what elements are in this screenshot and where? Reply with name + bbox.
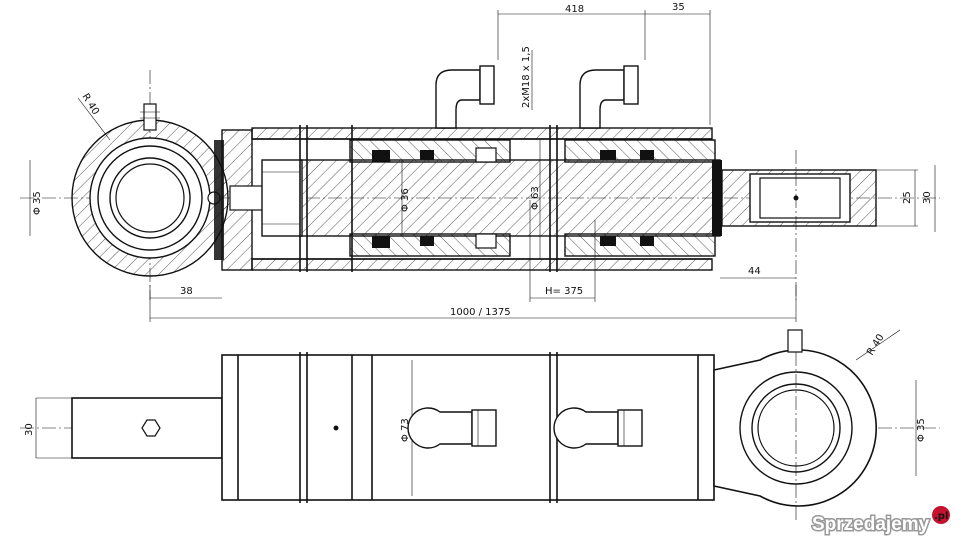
dim-radius-bottom: R 40 [865,332,886,357]
port-boss-1 [407,407,497,449]
dim-port-thread: 2xM18 x 1,5 [521,46,532,108]
watermark-badge [932,506,950,524]
rear-end-cap [214,129,271,271]
piston [349,139,511,257]
break-lines [299,125,558,272]
piston-rod [261,159,721,237]
dim-stroke: H= 375 [545,286,583,297]
dim-dia-35-left: Φ 35 [32,191,43,215]
watermark-text: Sprzedajemy [812,514,930,535]
dim-38: 38 [180,286,193,297]
hydraulic-port-2 [579,65,639,129]
watermark-suffix: .pl [934,511,948,522]
grease-nipple-left [143,103,157,131]
watermark: Sprzedajemy .pl [811,506,950,537]
dim-30-right: 30 [922,191,933,204]
dim-30-bottom: 30 [24,423,35,436]
dim-44: 44 [748,266,761,277]
dim-418: 418 [565,4,584,15]
section-view: 418 35 2xM18 x 1,5 R 40 Φ 35 Φ 36 Φ 63 2… [20,2,940,322]
grease-nipple-bottom [141,419,161,437]
right-eye [713,329,877,520]
rod-end-clevis [721,150,877,300]
dim-length: 1000 / 1375 [450,307,511,318]
left-eye [71,70,229,300]
dim-25: 25 [902,191,913,204]
dim-dia-35-bottom: Φ 35 [916,418,927,442]
exterior-view: 30 Φ 73 R 40 Φ 35 [20,329,940,520]
cylinder-tube [251,127,713,271]
dim-dia-63: Φ 63 [530,186,541,210]
dim-dia-73: Φ 73 [400,418,411,442]
hydraulic-port-1 [435,65,495,129]
dim-35-top: 35 [672,2,685,13]
gland [564,139,722,257]
dim-dia-36: Φ 36 [400,188,411,212]
port-boss-2 [553,407,643,449]
section-dimensions [29,10,936,322]
grease-nipple-right [787,329,803,353]
